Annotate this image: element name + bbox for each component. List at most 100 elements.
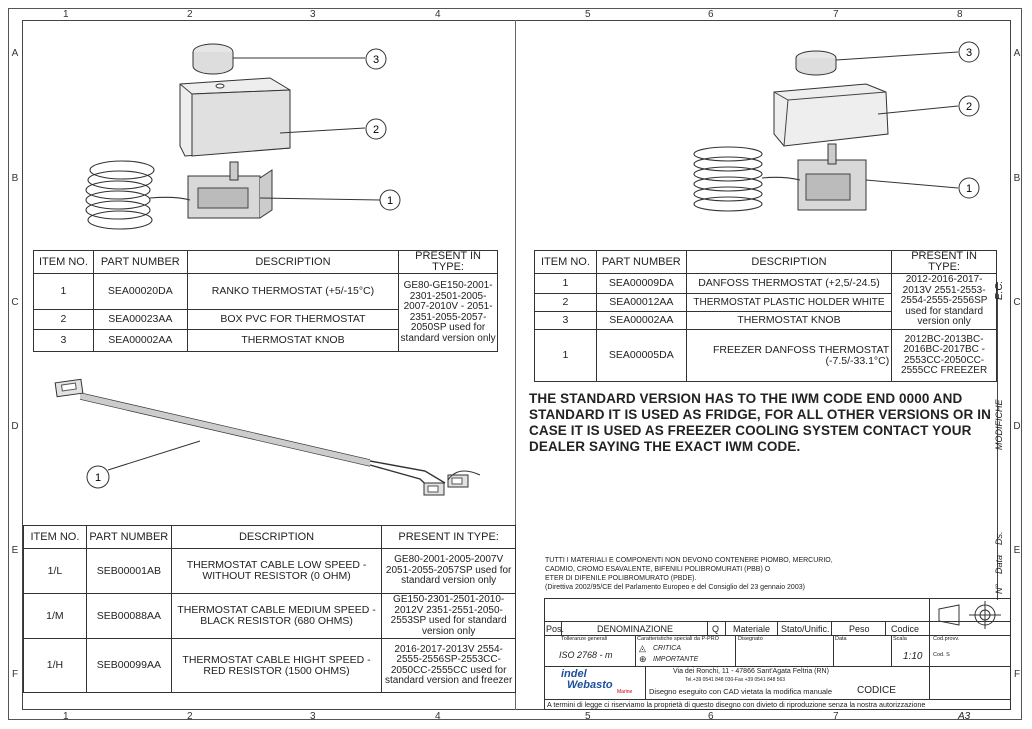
balloon-1-label: 1 bbox=[387, 195, 393, 207]
tb-scale-value: 1:10 bbox=[903, 651, 923, 662]
balloon-3 bbox=[365, 48, 387, 70]
exploded-view-left: 3 2 1 bbox=[85, 43, 401, 230]
tb-critica: CRITICA bbox=[653, 645, 681, 652]
tb-scala: Scala bbox=[893, 636, 907, 642]
cell-part: SEA00020DA bbox=[92, 273, 188, 310]
row-label: D bbox=[1013, 421, 1021, 432]
tb-address: Via dei Ronchi, 11 - 47866 Sant'Agata Fe… bbox=[673, 668, 829, 675]
col-label: 7 bbox=[833, 9, 839, 20]
balloon-3-label: 3 bbox=[966, 47, 972, 59]
tb-q: Q bbox=[712, 624, 720, 634]
cell-present: 2016-2017-2013V 2554-2555-2556SP-2553CC-… bbox=[381, 638, 516, 693]
cell-desc: BOX PVC FOR THERMOSTAT bbox=[186, 309, 400, 330]
cell-part: SEA00002AA bbox=[595, 311, 687, 330]
materials-notice: TUTTI I MATERIALI E COMPONENTI NON DEVON… bbox=[545, 556, 995, 592]
header-present: PRESENT IN TYPE: bbox=[398, 250, 498, 274]
notice-line: CADMIO, CROMO ESAVALENTE, BIFENILI POLIB… bbox=[545, 566, 771, 573]
cell-desc: THERMOSTAT KNOB bbox=[186, 329, 400, 352]
header-present: PRESENT IN TYPE: bbox=[381, 525, 516, 549]
tb-iso: ISO 2768 - m bbox=[559, 650, 613, 660]
cell-part: SEB00088AA bbox=[85, 593, 172, 639]
row-label: F bbox=[11, 669, 19, 680]
table-row: 1/L SEB00001AB THERMOSTAT CABLE LOW SPEE… bbox=[23, 548, 516, 594]
cell-item: 2 bbox=[534, 293, 597, 312]
tb-tolleranze: Tolleranze generali bbox=[561, 636, 608, 642]
header-part: PART NUMBER bbox=[595, 250, 687, 274]
tb-codice-label: CODICE bbox=[857, 685, 896, 696]
col-label: 5 bbox=[585, 9, 591, 20]
title-block: Pos. DENOMINAZIONE Q Materiale Stato/Uni… bbox=[544, 598, 1011, 710]
tb-phone: Tel.+39 0541 848 030-Fax +39 0541 848 56… bbox=[685, 677, 786, 683]
col-label: 3 bbox=[310, 711, 316, 722]
capillary-coil bbox=[693, 146, 801, 212]
capillary-coil bbox=[85, 160, 191, 230]
balloon-2-label: 2 bbox=[966, 101, 972, 113]
knob-side bbox=[192, 52, 234, 75]
col-label: 6 bbox=[708, 711, 714, 722]
header-item: ITEM NO. bbox=[23, 525, 87, 549]
cell-part: SEB00001AB bbox=[85, 548, 172, 594]
revision-label-ds: Ds. bbox=[994, 531, 1004, 546]
tb-data: Data bbox=[835, 636, 847, 642]
table-row: 1/M SEB00088AA THERMOSTAT CABLE MEDIUM S… bbox=[23, 593, 516, 639]
header-desc: DESCRIPTION bbox=[170, 525, 383, 549]
balloon-3-label: 3 bbox=[373, 54, 379, 66]
row-label: A bbox=[11, 48, 19, 59]
row-label: A bbox=[1013, 48, 1021, 59]
notice-line: ETER DI DIFENILE POLIBROMURATO (PBDE). bbox=[545, 575, 697, 582]
projection-symbol-icon bbox=[938, 601, 1001, 629]
row-label: B bbox=[11, 173, 19, 184]
col-label: 4 bbox=[435, 711, 441, 722]
row-label: E bbox=[11, 545, 19, 556]
cell-part: SEA00005DA bbox=[595, 329, 687, 382]
cell-desc: FREEZER DANFOSS THERMOSTAT (-7.5/-33.1°C… bbox=[685, 329, 893, 382]
sheet-divider bbox=[515, 20, 516, 710]
tb-codice-head: Codice bbox=[891, 624, 920, 634]
tb-disegnato: Disegnato bbox=[738, 636, 763, 642]
col-label: 1 bbox=[63, 9, 69, 20]
tb-cod-prov: Cod.provv. bbox=[933, 636, 960, 642]
col-label: 3 bbox=[310, 9, 316, 20]
logo-webasto: Webasto bbox=[567, 679, 613, 691]
row-label: D bbox=[11, 421, 19, 432]
table-row: 1 SEA00005DA FREEZER DANFOSS THERMOSTAT … bbox=[534, 329, 997, 382]
cell-desc: RANKO THERMOSTAT (+5/-15°C) bbox=[186, 273, 400, 310]
tb-materiale: Materiale bbox=[733, 624, 771, 634]
tb-caratteristiche: Caratteristiche speciali da P-PRO bbox=[637, 636, 719, 642]
cell-item: 3 bbox=[33, 329, 94, 352]
exploded-view-right: 3 2 1 bbox=[693, 41, 980, 212]
tb-legal: A termini di legge ci riserviamo la prop… bbox=[547, 700, 926, 709]
col-label: 1 bbox=[63, 711, 69, 722]
bom-table-left: ITEM NO. PART NUMBER DESCRIPTION PRESENT… bbox=[33, 250, 498, 352]
row-label: F bbox=[1013, 669, 1021, 680]
balloon-2 bbox=[958, 95, 980, 117]
tb-stato: Stato/Unific. bbox=[781, 624, 830, 634]
holder-shape bbox=[773, 83, 889, 147]
cell-desc: THERMOSTAT KNOB bbox=[685, 311, 893, 330]
tb-importante: IMPORTANTE bbox=[653, 656, 699, 663]
header-item: ITEM NO. bbox=[33, 250, 94, 274]
bom-table-right: ITEM NO. PART NUMBER DESCRIPTION PRESENT… bbox=[534, 250, 997, 382]
col-label: 2 bbox=[187, 9, 193, 20]
balloon-1-label: 1 bbox=[966, 183, 972, 195]
importante-icon: ⊕ bbox=[639, 654, 647, 664]
sheet-size: A3 bbox=[958, 711, 971, 722]
tb-cad-notice: Disegno eseguito con CAD vietata la modi… bbox=[649, 687, 833, 696]
balloon-1 bbox=[958, 177, 980, 199]
cell-item: 1/H bbox=[23, 638, 87, 693]
revision-strip bbox=[997, 282, 1011, 600]
cell-item: 2 bbox=[33, 309, 94, 330]
table-row: 2 SEA00023AA BOX PVC FOR THERMOSTAT bbox=[33, 309, 498, 330]
tb-cod-s: Cod. S bbox=[933, 652, 950, 658]
cell-part: SEA00023AA bbox=[92, 309, 188, 330]
balloon-1-label: 1 bbox=[95, 472, 101, 484]
header-present: PRESENT IN TYPE: bbox=[891, 250, 997, 274]
table-row: 3 SEA00002AA THERMOSTAT KNOB bbox=[33, 329, 498, 352]
col-label: 8 bbox=[957, 9, 963, 20]
revision-label-n: N° bbox=[994, 583, 1004, 594]
drawing-border bbox=[22, 20, 1011, 710]
drawing-frame bbox=[8, 8, 1022, 720]
revision-label-data: Data bbox=[994, 554, 1004, 574]
cell-part: SEA00009DA bbox=[595, 273, 687, 294]
bom-table-cable: ITEM NO. PART NUMBER DESCRIPTION PRESENT… bbox=[23, 525, 516, 693]
